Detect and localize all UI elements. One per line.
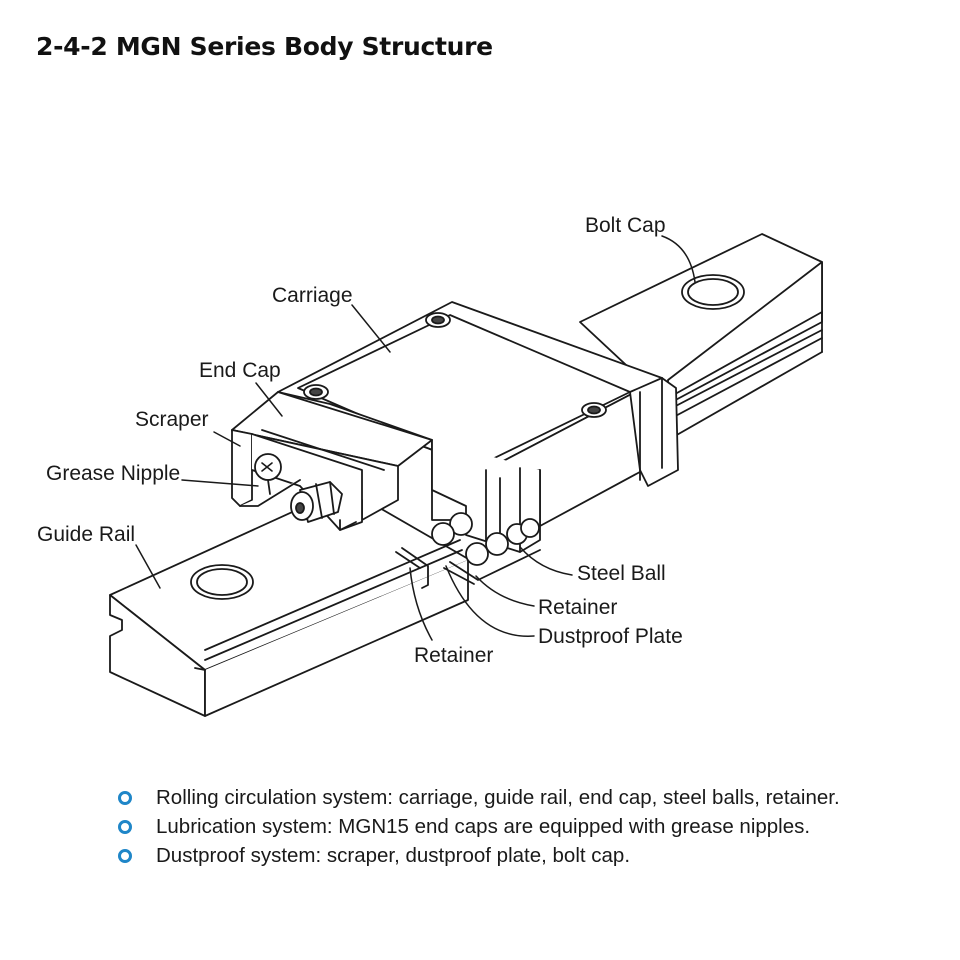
label-retainer-right: Retainer (538, 596, 617, 619)
label-end-cap: End Cap (199, 359, 281, 382)
label-carriage: Carriage (272, 284, 353, 307)
leader-guide-rail (135, 544, 161, 589)
bullet-item-rolling: Rolling circulation system: carriage, gu… (118, 783, 840, 812)
leader-grease-nipple (181, 479, 259, 487)
retainer-wire (395, 547, 541, 589)
label-bolt-cap: Bolt Cap (585, 214, 666, 237)
bullet-text: Rolling circulation system: carriage, gu… (156, 786, 840, 809)
label-retainer-bottom: Retainer (414, 644, 493, 667)
bullet-circle-icon (118, 820, 132, 834)
leader-dustproof-plate (445, 565, 535, 637)
bullet-item-dustproof: Dustproof system: scraper, dustproof pla… (118, 841, 840, 870)
page-title: 2-4-2 MGN Series Body Structure (36, 32, 493, 61)
system-bullet-list: Rolling circulation system: carriage, gu… (118, 783, 840, 870)
leader-retainer-right (475, 575, 535, 607)
leader-steel-ball (519, 546, 573, 576)
bullet-text: Dustproof system: scraper, dustproof pla… (156, 844, 631, 867)
leader-end-cap (255, 382, 283, 417)
bullet-item-lubrication: Lubrication system: MGN15 end caps are e… (118, 812, 840, 841)
leader-retainer-bottom (409, 567, 433, 641)
bullet-circle-icon (118, 849, 132, 863)
leader-carriage (351, 304, 391, 353)
label-guide-rail: Guide Rail (37, 523, 135, 546)
bullet-circle-icon (118, 791, 132, 805)
leader-scraper (213, 431, 241, 447)
bullet-text: Lubrication system: MGN15 end caps are e… (156, 815, 811, 838)
grease-nipple (254, 453, 343, 523)
steel-balls (431, 512, 540, 566)
leader-lines (135, 235, 696, 641)
label-scraper: Scraper (135, 408, 209, 431)
label-dustproof-plate: Dustproof Plate (538, 625, 683, 648)
label-steel-ball: Steel Ball (577, 562, 666, 585)
leader-bolt-cap (661, 235, 696, 283)
label-grease-nipple: Grease Nipple (46, 462, 180, 485)
